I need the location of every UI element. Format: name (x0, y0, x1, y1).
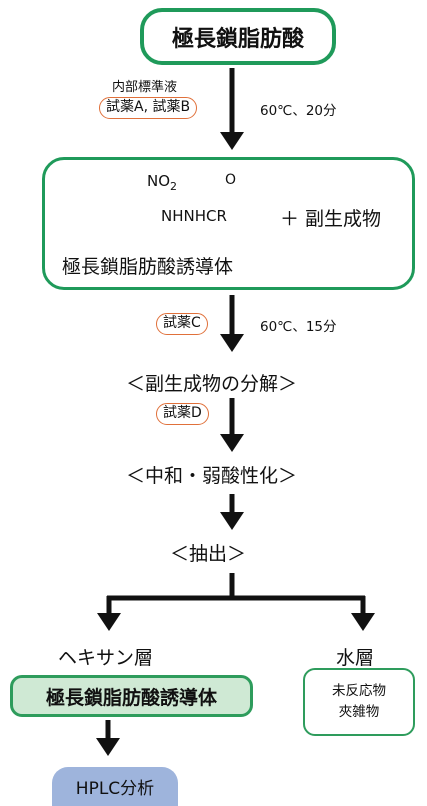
branch-left-head (97, 613, 121, 631)
neutralization-step: ＜中和・弱酸性化＞ (126, 465, 298, 487)
hplc-text: HPLC分析 (75, 779, 155, 799)
aqueous-layer-label: 水層 (336, 647, 375, 669)
arrow-head (220, 334, 244, 352)
hydrazide-chain: NHNHCR (161, 207, 227, 225)
arrow-head (96, 738, 120, 756)
aqueous-contents-box: 未反応物 夾雑物 (303, 668, 415, 736)
decomposition-step: ＜副生成物の分解＞ (126, 373, 298, 395)
derivative-label: 極長鎖脂肪酸誘導体 (62, 256, 234, 278)
hexane-layer-label: ヘキサン層 (58, 647, 154, 669)
arrow-head (220, 434, 244, 452)
reagent-c-pill: 試薬C (156, 313, 208, 335)
nitro-group: NO2 (147, 172, 177, 193)
arrow-head (220, 132, 244, 150)
condition-step2: 60℃、15分 (260, 319, 337, 335)
reagent-c-text: 試薬C (163, 315, 201, 331)
hplc-analysis-box: HPLC分析 (52, 767, 178, 806)
hexane-derivative-box: 極長鎖脂肪酸誘導体 (10, 675, 253, 717)
reagent-ab-text: 試薬A, 試薬B (106, 99, 191, 115)
reagent-d-text: 試薬D (163, 405, 202, 421)
arrow-head (220, 512, 244, 530)
hexane-derivative-text: 極長鎖脂肪酸誘導体 (45, 686, 217, 709)
extraction-step: ＜抽出＞ (170, 543, 247, 565)
unreacted-text: 未反応物 (332, 683, 386, 699)
branch-right-head (351, 613, 375, 631)
derivative-box (42, 157, 415, 290)
internal-standard-label: 内部標準液 (112, 80, 178, 95)
nitro-subscript: 2 (170, 180, 178, 193)
title-text: 極長鎖脂肪酸 (171, 26, 304, 52)
reagent-ab-pill: 試薬A, 試薬B (99, 97, 198, 119)
nitro-text: NO (147, 172, 171, 190)
impurities-text: 夾雑物 (338, 704, 380, 720)
byproduct-label: ＋ 副生成物 (280, 208, 382, 230)
condition-step1: 60℃、20分 (260, 103, 337, 119)
carbonyl-oxygen: O (225, 172, 237, 188)
title-box: 極長鎖脂肪酸 (140, 8, 336, 65)
reagent-d-pill: 試薬D (156, 403, 209, 425)
